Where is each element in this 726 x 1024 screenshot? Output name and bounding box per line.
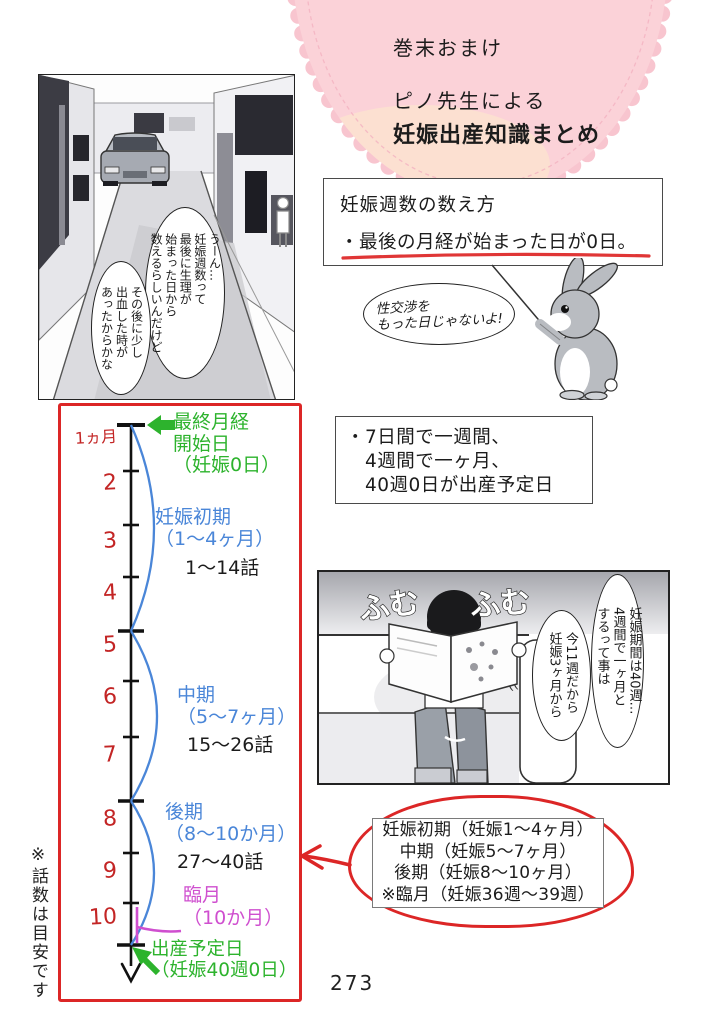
red-arrow-icon	[300, 844, 352, 870]
early-phase-episodes: 1〜14話	[185, 557, 260, 579]
month-label-5: 5	[102, 632, 118, 658]
counting-rule-point: ・最後の月経が始まった日が0日。	[340, 232, 637, 253]
header: 巻末おまけ ピノ先生による 妊娠出産知識まとめ	[393, 32, 693, 149]
mid-phase-label: 中期 （5〜7ヶ月）	[177, 684, 297, 728]
speech-text: その後に少し 出血した時が あったからかな	[99, 286, 144, 370]
summary-box: 妊娠初期（妊娠1〜4ヶ月） 中期（妊娠5〜7ヶ月） 後期（妊娠8〜10ヶ月） ※…	[372, 818, 604, 908]
month-label-2: 2	[102, 470, 118, 496]
speech-bubble-sub: その後に少し 出血した時が あったからかな	[91, 261, 151, 395]
weeks-rule-box: ・7日間で一週間、 4週間で一ヶ月、 40週0日が出産予定日	[335, 416, 593, 504]
month-label-9: 9	[102, 858, 118, 884]
summary-line: 後期（妊娠8〜10ヶ月）	[394, 863, 582, 883]
month-label-7: 7	[102, 742, 118, 768]
red-underline	[341, 252, 651, 260]
reading-panel: ((	[317, 570, 670, 785]
counting-rule-title: 妊娠週数の数え方	[340, 195, 497, 216]
page-number: 273	[330, 971, 375, 995]
month-label-4: 4	[102, 580, 118, 606]
reading-bubble-left: 今11週だから 妊娠3ヶ月から	[532, 610, 591, 741]
early-phase-label: 妊娠初期 （1〜4ヶ月）	[155, 506, 275, 550]
rabbit-speech-text: 性交渉を もった日じゃないよ!	[374, 298, 504, 334]
timeline-box: 1ヵ月 2 3 4 5 6 7 8 9 10 最終月経 開始日 （妊娠0日） 妊…	[58, 403, 302, 1002]
speech-text: うーん… 妊娠週数って 最後に生理が 始まった日から 数えるらしいんだけど	[149, 233, 222, 353]
header-kicker: 巻末おまけ	[393, 36, 503, 60]
month-label-6: 6	[102, 684, 118, 710]
rabbit-illustration	[491, 258, 618, 400]
pedestrian-figure	[276, 196, 290, 247]
reading-person	[379, 590, 527, 783]
summary-line: 中期（妊娠5〜7ヶ月）	[399, 841, 577, 862]
late-phase-label: 後期 （8〜10か月）	[165, 801, 297, 845]
month-label-10: 10	[88, 904, 118, 931]
speech-bubble-main: うーん… 妊娠週数って 最後に生理が 始まった日から 数えるらしいんだけど	[145, 207, 225, 379]
month-label-1: 1ヵ月	[74, 426, 118, 448]
late-phase-episodes: 27〜40話	[177, 851, 264, 873]
speech-text: 今11週だから 妊娠3ヶ月から	[546, 632, 579, 719]
summary-line: ※臨月（妊娠36週〜39週）	[381, 884, 595, 905]
green-arrow-due-icon	[140, 955, 161, 976]
due-date-label: 出産予定日 （妊娠40週0日）	[151, 939, 298, 981]
street-scene-panel: うーん… 妊娠週数って 最後に生理が 始まった日から 数えるらしいんだけど その…	[38, 74, 295, 400]
month-label-3: 3	[102, 528, 118, 554]
month-label-8: 8	[102, 806, 118, 832]
timeline-axis	[117, 415, 182, 984]
start-annotation: 最終月経 開始日 （妊娠0日）	[173, 411, 281, 476]
sfx-fumu-right: ふむ	[469, 585, 531, 624]
rabbit-speech-bubble: 性交渉を もった日じゃないよ!	[363, 283, 515, 345]
green-arrow-start-icon	[147, 415, 175, 435]
summary-line: 妊娠初期（妊娠1〜4ヶ月）	[382, 820, 594, 840]
mid-phase-episodes: 15〜26話	[187, 734, 274, 756]
speech-text: 妊娠期間は40週… 4週間で一ヶ月と するって事は	[594, 607, 642, 715]
reading-bubble-right: 妊娠期間は40週… 4週間で一ヶ月と するって事は	[591, 574, 644, 748]
header-byline: ピノ先生による	[393, 89, 547, 113]
last-month-label: 臨月 （10か月）	[183, 884, 284, 929]
counting-rule-box: 妊娠週数の数え方 ・最後の月経が始まった日が0日。	[323, 178, 663, 266]
page-title: 妊娠出産知識まとめ	[393, 123, 601, 148]
car-illustration	[100, 132, 170, 186]
episode-count-note: ※話数は目安です	[28, 845, 48, 1000]
